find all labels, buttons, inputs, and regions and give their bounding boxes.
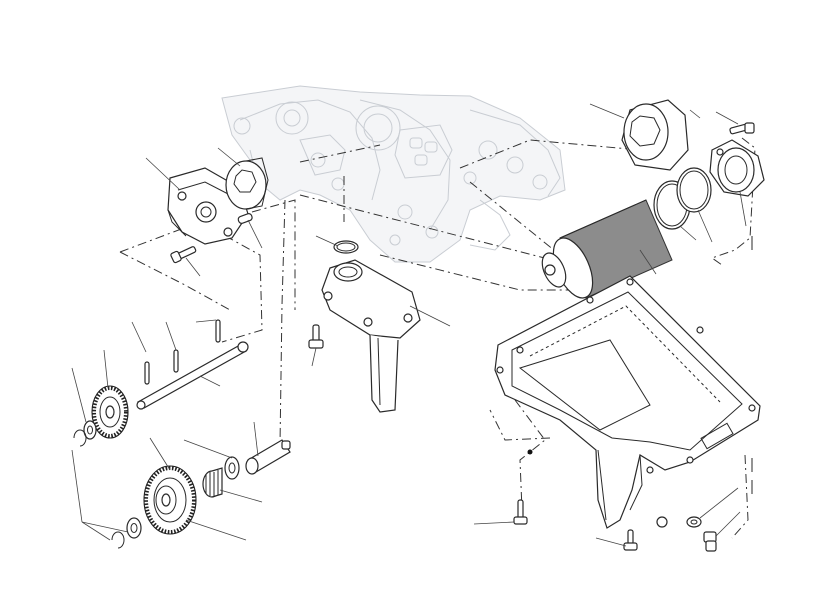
oil-pickup-strainer	[321, 259, 421, 413]
assembly-lines	[119, 137, 756, 539]
drain-plug-washer	[686, 516, 702, 528]
o-ring-large-pair	[653, 167, 712, 230]
pickup-screw	[308, 324, 324, 349]
oil-pump-rotor	[225, 157, 269, 210]
oil-pump-screw	[170, 246, 197, 264]
reference-dot	[527, 449, 533, 455]
pickup-o-ring	[333, 240, 359, 254]
shaft-pins	[144, 319, 221, 385]
engine-crankcase	[221, 85, 566, 263]
gear-spindle	[245, 439, 291, 475]
leader-lines	[71, 103, 747, 547]
sump-screw	[513, 499, 638, 551]
oil-filter-cartridge	[541, 199, 673, 299]
filter-cap	[709, 139, 765, 197]
drain-plug	[703, 531, 717, 552]
filter-cap-bolt	[729, 122, 755, 135]
drive-gear-lower	[143, 465, 197, 535]
oil-sump	[494, 275, 761, 529]
thrust-washer	[83, 420, 240, 539]
oil-pump-shaft	[136, 341, 249, 410]
drive-gear-upper	[91, 385, 129, 439]
needle-roller-bearing	[202, 467, 223, 498]
circlip	[73, 429, 125, 549]
oil-pump-rotor-right	[621, 99, 689, 171]
